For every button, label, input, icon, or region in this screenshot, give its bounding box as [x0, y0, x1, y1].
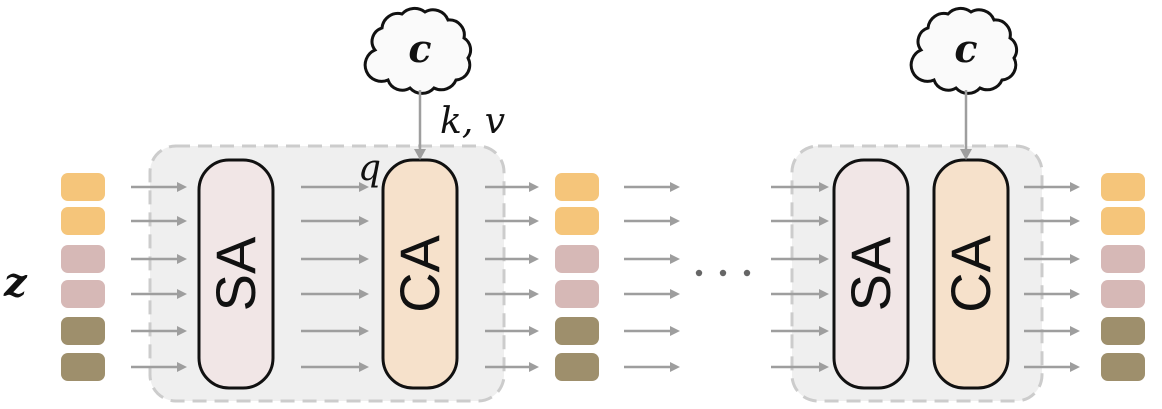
token — [555, 207, 599, 235]
q-label: q — [358, 148, 381, 189]
token — [61, 245, 105, 273]
arrow-head-icon — [819, 326, 829, 336]
token — [1101, 173, 1145, 201]
token — [61, 207, 105, 235]
token — [1101, 245, 1145, 273]
arrow-head-icon — [819, 289, 829, 299]
token — [1101, 317, 1145, 345]
token — [555, 173, 599, 201]
arrow-head-icon — [1070, 182, 1080, 192]
token — [61, 317, 105, 345]
arrow-head-icon — [177, 182, 187, 192]
kv-label: k, v — [440, 101, 505, 142]
sa-module-2 — [832, 158, 910, 390]
arrow-head-icon — [359, 362, 369, 372]
arrow-head-icon — [177, 289, 187, 299]
ca-label-1: CA — [388, 234, 451, 312]
sa-label-2: SA — [839, 236, 902, 311]
token — [555, 353, 599, 381]
arrow-head-icon — [1070, 289, 1080, 299]
arrow-head-icon — [670, 254, 680, 264]
ellipsis-icon — [695, 269, 751, 277]
condition-label-2: c — [954, 26, 977, 71]
arrow-head-icon — [529, 216, 539, 226]
token — [61, 353, 105, 381]
token — [1101, 353, 1145, 381]
arrow-head-icon — [819, 254, 829, 264]
token — [61, 280, 105, 308]
arrow-head-icon — [529, 289, 539, 299]
arrow-head-icon — [529, 362, 539, 372]
sa-module-1 — [197, 158, 275, 390]
cond-arrow-head-2 — [960, 149, 972, 160]
arrow-head-icon — [1070, 254, 1080, 264]
arrow-head-icon — [670, 289, 680, 299]
arrow-head-icon — [359, 326, 369, 336]
ca-label-2: CA — [939, 234, 1002, 312]
arrows-layer — [131, 182, 1080, 372]
token — [61, 173, 105, 201]
arrow-head-icon — [670, 326, 680, 336]
tokens-layer — [61, 173, 1145, 381]
arrow-head-icon — [359, 216, 369, 226]
arrow-head-icon — [819, 182, 829, 192]
arrow-head-icon — [359, 289, 369, 299]
arrow-head-icon — [359, 182, 369, 192]
arrow-head-icon — [529, 182, 539, 192]
token — [555, 280, 599, 308]
arrow-head-icon — [819, 362, 829, 372]
arrow-head-icon — [177, 216, 187, 226]
arrow-head-icon — [177, 326, 187, 336]
arrow-head-icon — [177, 362, 187, 372]
arrow-head-icon — [670, 182, 680, 192]
arrow-head-icon — [359, 254, 369, 264]
arrow-head-icon — [177, 254, 187, 264]
ca-module-2 — [932, 158, 1010, 390]
arrow-head-icon — [670, 362, 680, 372]
arrow-head-icon — [1070, 326, 1080, 336]
token — [555, 317, 599, 345]
z-label: z — [3, 259, 28, 306]
cond-arrow-head-1 — [414, 149, 426, 160]
token — [555, 245, 599, 273]
arrow-head-icon — [819, 216, 829, 226]
arrow-head-icon — [529, 326, 539, 336]
sa-label-1: SA — [204, 236, 267, 311]
arrow-head-icon — [1070, 362, 1080, 372]
condition-label-1: c — [408, 26, 431, 71]
arrow-head-icon — [670, 216, 680, 226]
token — [1101, 280, 1145, 308]
token — [1101, 207, 1145, 235]
arrow-head-icon — [1070, 216, 1080, 226]
arrow-head-icon — [529, 254, 539, 264]
